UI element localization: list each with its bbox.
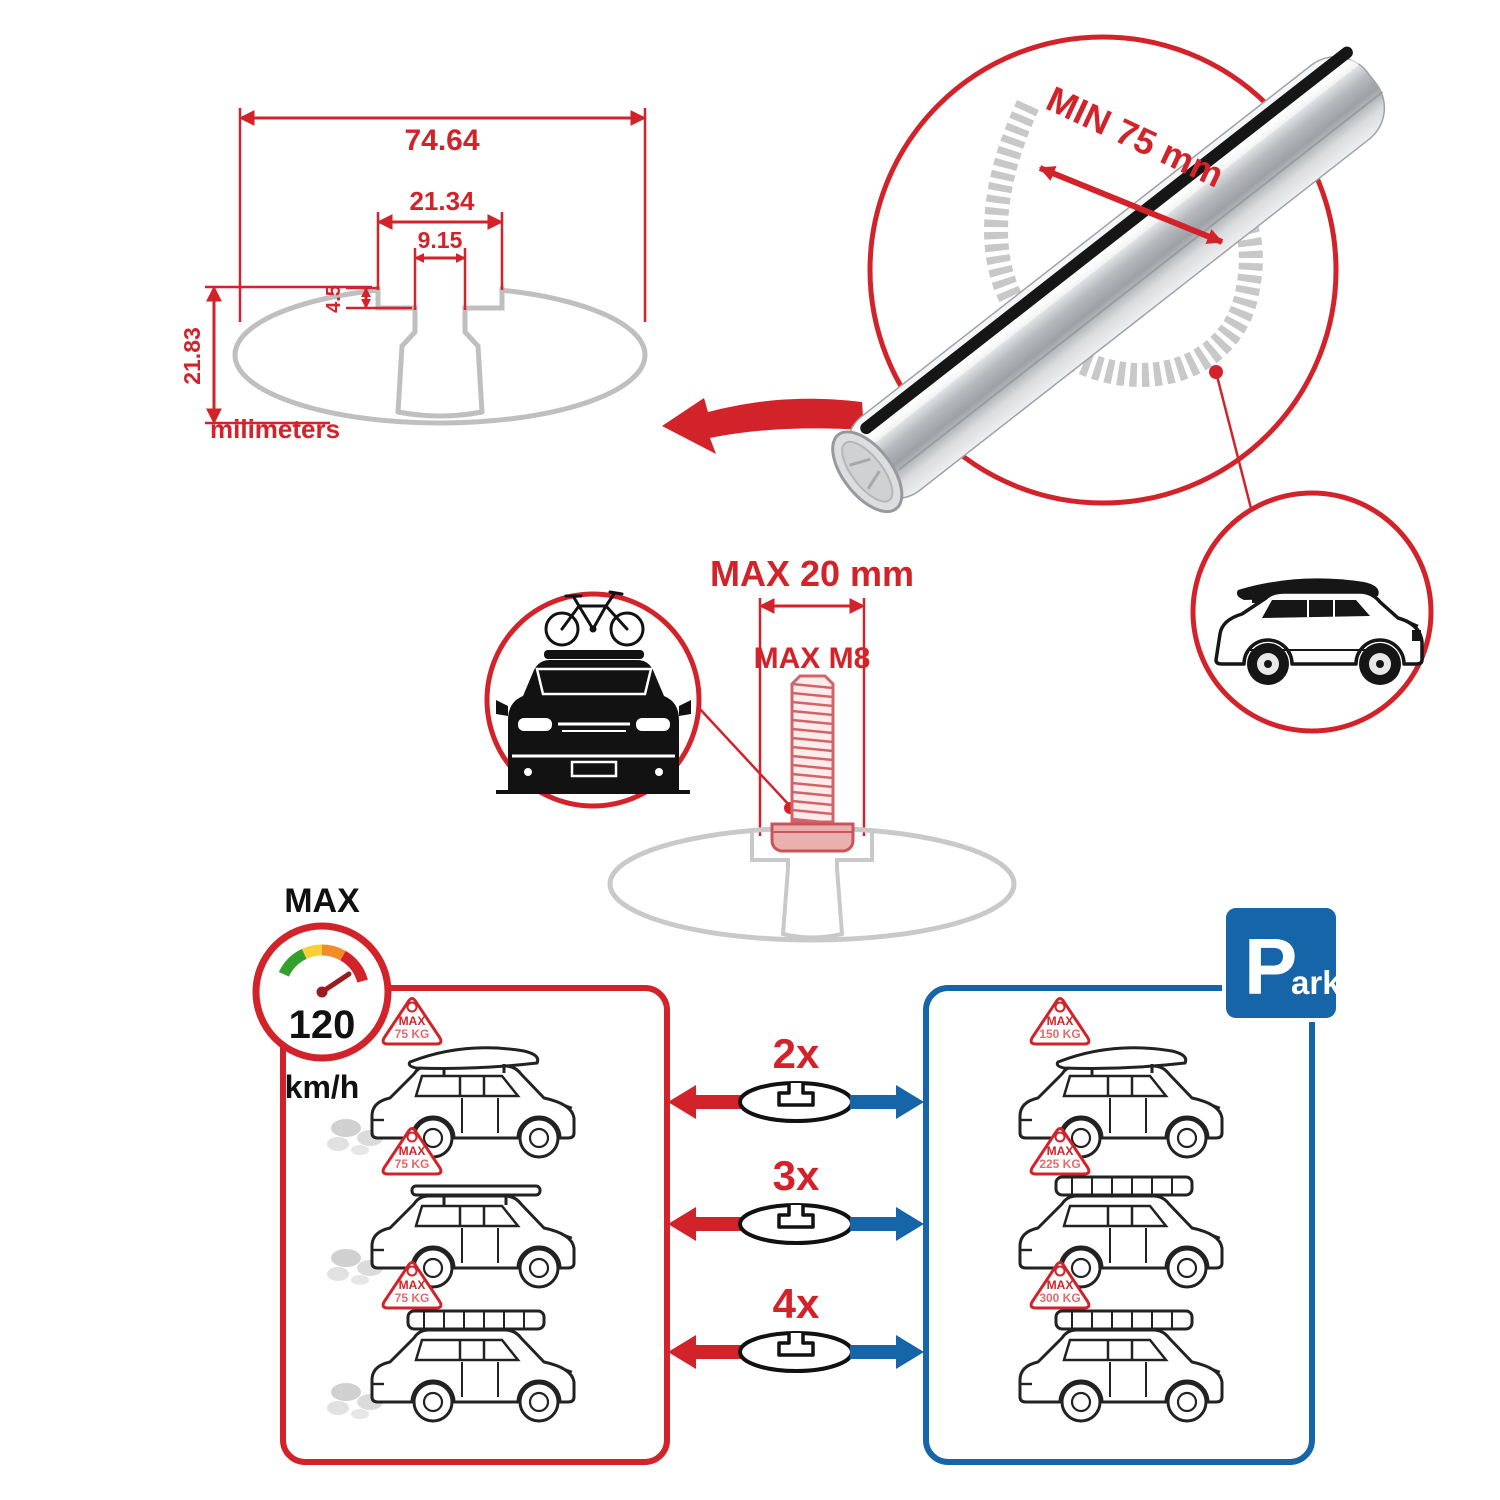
load-sign-value: 225 KG (1039, 1157, 1080, 1171)
crossbar-detail-circle: MIN 75 mm (831, 34, 1386, 521)
speed-value: 120 (289, 1003, 356, 1047)
red-arrow-left-icon (668, 1207, 742, 1241)
vehicle-roofbox-circle (1190, 490, 1434, 734)
load-sign-label: MAX (399, 1278, 426, 1292)
crossbar-ellipse-icon (738, 1081, 854, 1123)
speed-unit: km/h (285, 1069, 360, 1105)
dim-lip-depth: 4.5 (323, 285, 345, 313)
driving-cars: MAX 75 KG MAX 75 KG MAX 75 KG (327, 997, 576, 1423)
units-label: milimeters (210, 414, 340, 444)
load-sign-value: 300 KG (1039, 1291, 1080, 1305)
bike-car-front-icon (496, 590, 691, 794)
blue-arrow-right-icon (850, 1085, 924, 1119)
multiplier-label: 2x (773, 1030, 820, 1077)
profile-cross-section: 74.64 21.34 9.15 4.5 21.83 milimeters (179, 108, 648, 444)
dim-overall-width: 74.64 (404, 124, 479, 157)
load-sign: MAX 75 KG (381, 1127, 443, 1176)
big-red-arrow-icon (662, 398, 864, 454)
load-sign-label: MAX (399, 1014, 426, 1028)
suv-roofbox-icon (1214, 578, 1424, 685)
load-sign-label: MAX (1047, 1144, 1074, 1158)
red-arrow-left-icon (668, 1335, 742, 1369)
load-sign: MAX 150 KG (1029, 997, 1091, 1046)
parking-suffix: ark (1291, 964, 1341, 1001)
bolt-max-thread-label: MAX M8 (754, 642, 871, 675)
dim-slot-width: 9.15 (418, 227, 463, 253)
bike-car-circle (484, 590, 796, 814)
red-arrow-left-icon (668, 1085, 742, 1119)
parking-letter: P (1244, 922, 1297, 1011)
speed-max-label: MAX (284, 882, 360, 920)
parked-cars: MAX 150 KG MAX 225 KG MAX 300 KG (1018, 997, 1224, 1423)
load-sign: MAX 75 KG (381, 997, 443, 1046)
multiplier-label: 3x (773, 1152, 820, 1199)
load-sign-label: MAX (1047, 1278, 1074, 1292)
speedometer-icon: MAX 120 km/h (252, 882, 392, 1105)
dim-channel-width: 21.34 (409, 186, 475, 216)
t-bolt-diagram: MAX 20 mm MAX M8 (607, 553, 1017, 943)
load-sign-value: 75 KG (395, 1027, 430, 1041)
t-bolt-icon (770, 674, 855, 853)
multiplier-label: 4x (773, 1280, 820, 1327)
parking-sign: P ark (1222, 904, 1341, 1022)
blue-arrow-right-icon (850, 1335, 924, 1369)
load-sign-value: 75 KG (395, 1157, 430, 1171)
bar-count-arrows: 2x 3x 4x (668, 1030, 924, 1373)
crossbar-ellipse-icon (738, 1331, 854, 1373)
load-sign-value: 75 KG (395, 1291, 430, 1305)
blue-arrow-right-icon (850, 1207, 924, 1241)
load-sign-label: MAX (399, 1144, 426, 1158)
bolt-max-width-label: MAX 20 mm (710, 553, 914, 594)
load-sign-label: MAX (1047, 1014, 1074, 1028)
load-sign: MAX 225 KG (1029, 1127, 1091, 1176)
load-sign: MAX 300 KG (1029, 1261, 1091, 1310)
load-sign: MAX 75 KG (381, 1261, 443, 1310)
load-sign-value: 150 KG (1039, 1027, 1080, 1041)
crossbar-ellipse-icon (738, 1203, 854, 1245)
dim-height: 21.83 (179, 327, 205, 385)
